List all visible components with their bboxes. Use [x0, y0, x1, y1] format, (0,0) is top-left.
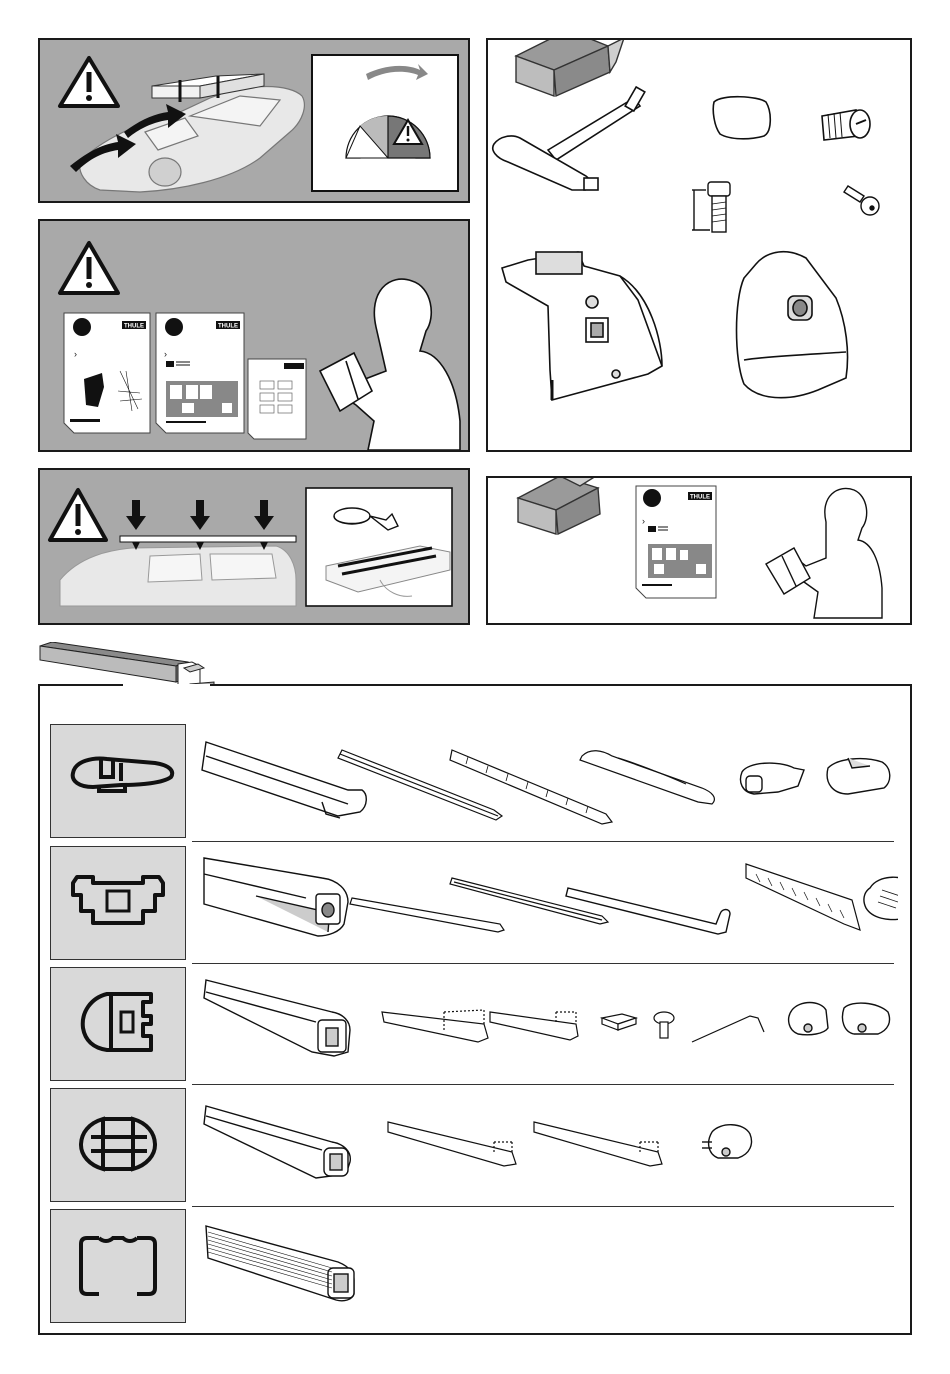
- read-instructions-panel: THULE › THULE ›: [38, 219, 470, 452]
- t-track-strip-2: [490, 1012, 578, 1040]
- slidebar-end-cap: [864, 877, 898, 919]
- crossbar-load-panel: [38, 468, 470, 625]
- square-bar-profile-icon: [51, 1210, 185, 1322]
- aero-t-track-parts: [198, 972, 898, 1076]
- fit-kit-contents-panel: [486, 38, 912, 452]
- svg-text:›: ›: [642, 516, 645, 526]
- t-nut: [602, 1014, 636, 1030]
- warning-triangle-icon: [50, 490, 106, 540]
- profile-box: [50, 1088, 186, 1202]
- t-track-strip-1: [382, 1010, 488, 1042]
- speed-gauge-inset: [312, 55, 458, 191]
- thule-logo: THULE: [124, 324, 144, 330]
- lock-key: [844, 186, 879, 215]
- instruction-leaflet-3: [248, 359, 306, 439]
- progress-end-cap: [702, 1125, 752, 1158]
- aero-end-cap-2: [842, 1003, 889, 1034]
- profile-box: [50, 724, 186, 838]
- aero-crossbar: [204, 980, 350, 1056]
- thule-logo: THULE: [690, 495, 710, 501]
- allen-key: [566, 888, 730, 934]
- instruction-leaflet-2: THULE ›: [156, 313, 244, 433]
- lock-cylinder: [822, 110, 870, 140]
- instruction-leaflet: THULE ›: [636, 486, 716, 598]
- t-handle-tool: [493, 87, 645, 190]
- progress-crossbar: [204, 1106, 350, 1178]
- slidebar-parts: [198, 852, 898, 956]
- end-cap-closed: [827, 758, 890, 794]
- t-bolt: [654, 1012, 674, 1038]
- profile-box: [50, 1209, 186, 1323]
- person-reading-illustration: [320, 279, 460, 450]
- roof-rack-foot: [502, 252, 662, 400]
- person-reading-illustration: [766, 488, 882, 618]
- wingbar-profile-icon: [51, 725, 185, 837]
- warning-triangle-icon: [60, 243, 118, 293]
- square-crossbar: [206, 1226, 354, 1301]
- slidebar-crossbar: [204, 858, 348, 936]
- rubber-end-cap: [713, 97, 770, 139]
- foot-cover: [737, 252, 848, 398]
- thule-logo: THULE: [218, 324, 238, 330]
- slidebar-strip-1: [350, 898, 504, 932]
- profile-box: [50, 846, 186, 960]
- package-box-icon: [498, 478, 608, 534]
- downward-load-arrows: [126, 500, 274, 530]
- hex-key: [692, 1016, 764, 1042]
- wingbar-parts: [198, 732, 898, 836]
- car-roof-illustration: [60, 546, 296, 606]
- bar-profiles-panel: [38, 684, 912, 1335]
- aero-end-cap-1: [789, 1003, 828, 1035]
- progress-strip-1: [388, 1122, 516, 1166]
- svg-text:›: ›: [164, 349, 167, 359]
- aero-t-track-profile-icon: [51, 968, 185, 1080]
- foot-pack-panel: THULE ›: [486, 476, 912, 625]
- end-piece-strip: [580, 751, 714, 804]
- end-cap-open: [741, 763, 805, 794]
- load-warning-panel: [38, 38, 470, 203]
- crossbar: [120, 536, 296, 542]
- svg-text:›: ›: [74, 349, 77, 359]
- progress-strip-2: [534, 1122, 662, 1166]
- warning-triangle-icon: [60, 58, 118, 106]
- allen-bolt: [692, 182, 730, 232]
- package-box-icon: [504, 40, 624, 96]
- profile-box: [50, 967, 186, 1081]
- progress-profile-icon: [51, 1089, 185, 1201]
- square-bar-parts: [198, 1214, 898, 1318]
- rubber-ruler-strip: [746, 864, 860, 930]
- progress-parts: [198, 1094, 898, 1198]
- strap-inset: [306, 488, 452, 606]
- slidebar-profile-icon: [51, 847, 185, 959]
- instruction-leaflet-1: THULE ›: [64, 313, 150, 433]
